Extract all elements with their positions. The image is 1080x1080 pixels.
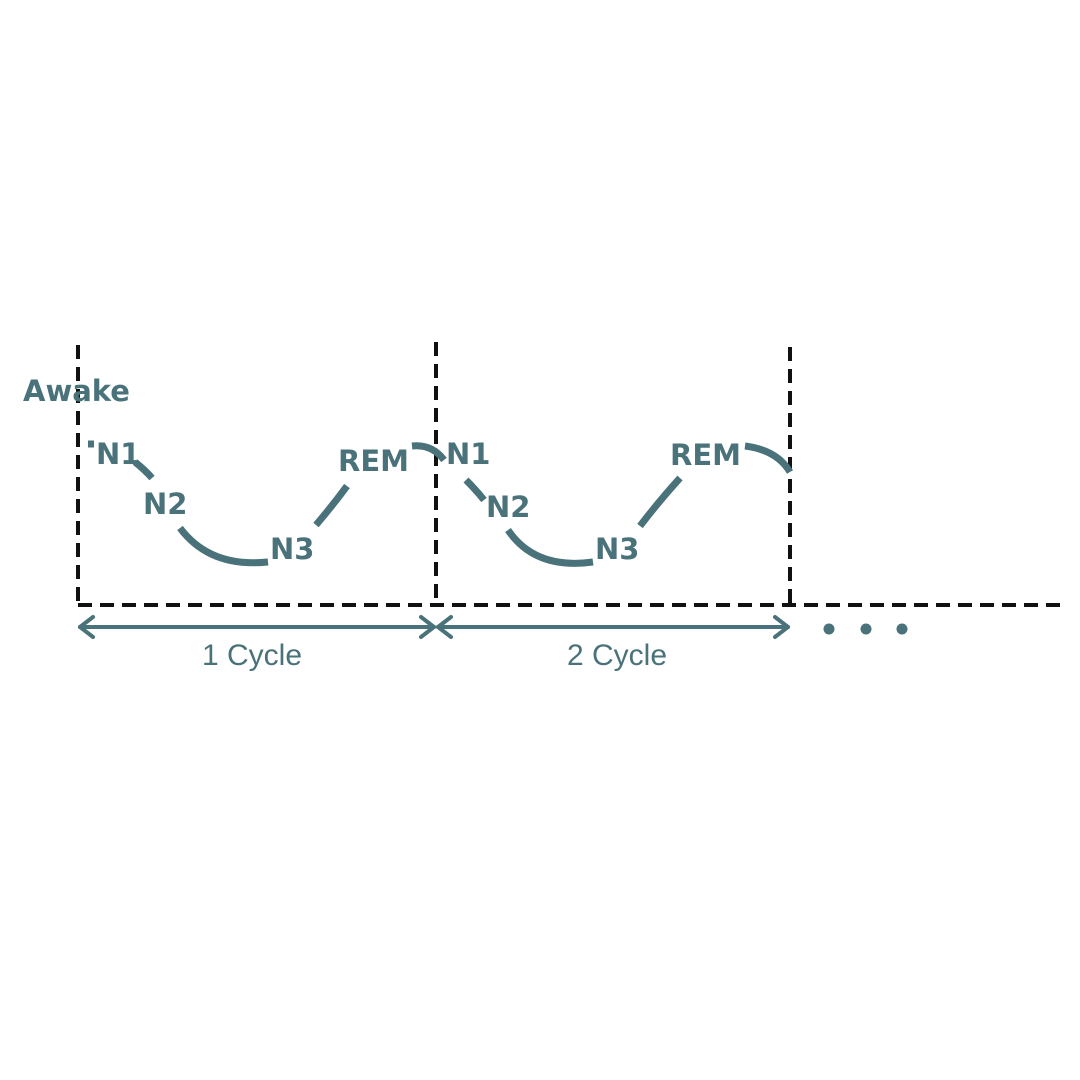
cycle1-n3-to-rem-curve — [313, 483, 350, 528]
cycle1-label: 1 Cycle — [202, 639, 302, 672]
awake-label: Awake — [23, 374, 130, 408]
cycle2-n3-to-rem-curve — [637, 475, 683, 529]
cycle2-rem-to-awake-curve — [744, 442, 794, 474]
cycle1-span-arrow — [78, 615, 436, 639]
cycle1-rem-label: REM — [338, 444, 409, 478]
cycle1-n1-to-n2-curve — [132, 459, 155, 481]
cycle1-n1-label: N1 — [96, 437, 140, 471]
cycle2-n1-to-n2-curve — [463, 477, 487, 503]
cycle1-n3-label: N3 — [270, 532, 314, 566]
cycle2-span-arrow — [436, 615, 790, 639]
cycle2-rem-label: REM — [670, 438, 741, 472]
continuation-ellipsis — [823, 623, 908, 635]
cycle2-n2-label: N2 — [486, 490, 530, 524]
cycle1-n2-to-n3-curve — [177, 525, 269, 567]
cycle2-n2-to-n3-curve — [505, 527, 594, 567]
cycle2-n1-label: N1 — [446, 437, 490, 471]
cycle2-label: 2 Cycle — [567, 639, 667, 672]
cycle2-n3-label: N3 — [595, 532, 639, 566]
cycle1-rem-to-awake-curve — [411, 442, 447, 463]
cycle1-n2-label: N2 — [143, 487, 187, 521]
